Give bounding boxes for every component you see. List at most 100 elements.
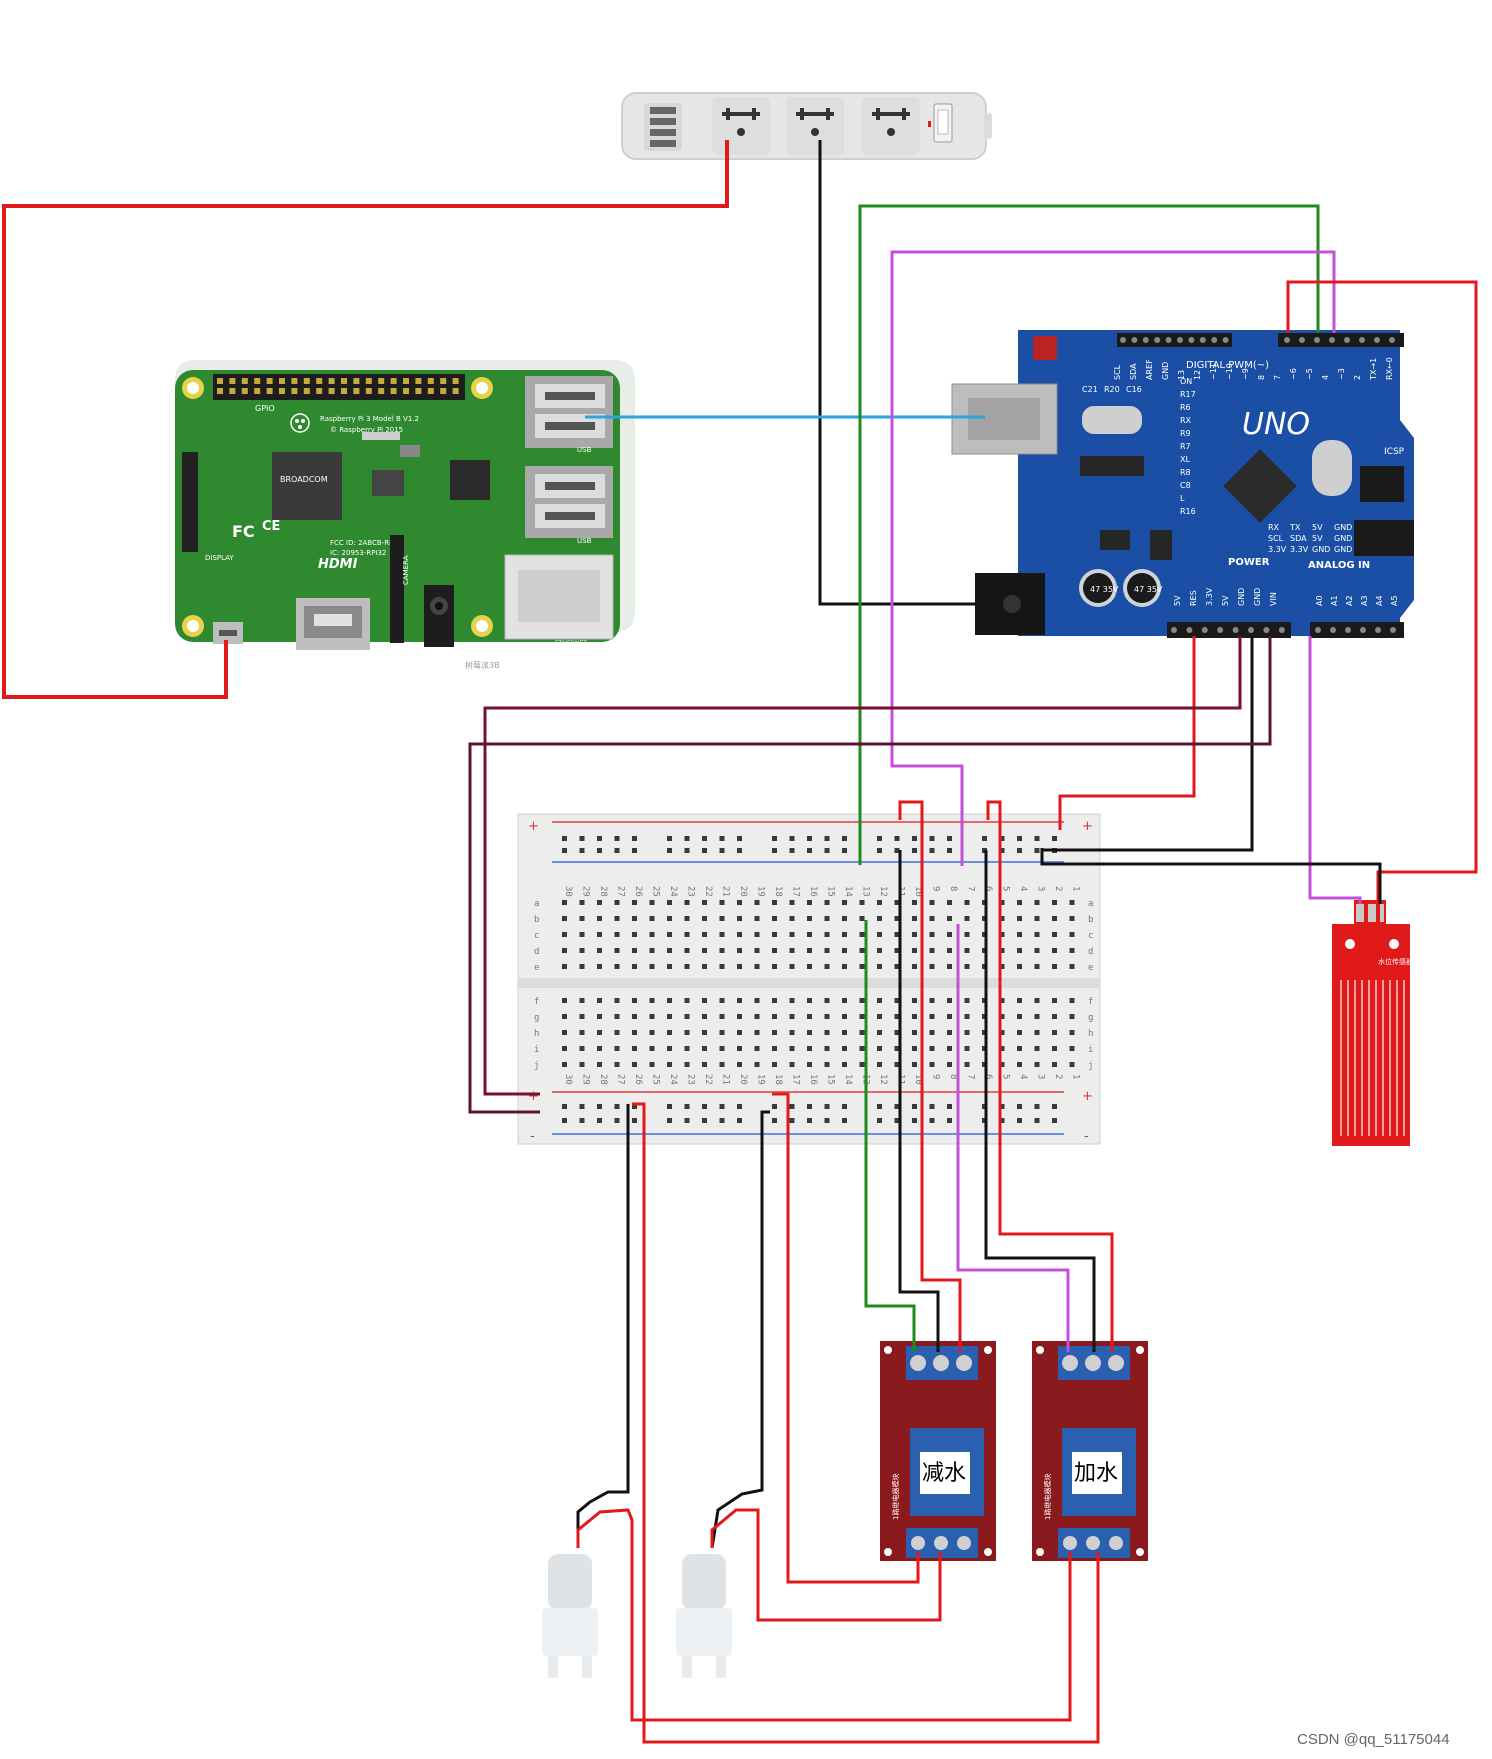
- breadboard-hole[interactable]: [912, 948, 917, 953]
- breadboard-hole[interactable]: [614, 836, 620, 841]
- breadboard-hole[interactable]: [562, 1030, 567, 1035]
- breadboard-hole[interactable]: [807, 998, 812, 1003]
- breadboard-hole[interactable]: [964, 1062, 970, 1067]
- breadboard-hole[interactable]: [1017, 1104, 1022, 1109]
- breadboard-hole[interactable]: [754, 1014, 760, 1019]
- breadboard-hole[interactable]: [964, 916, 970, 921]
- breadboard-hole[interactable]: [684, 916, 690, 921]
- breadboard-hole[interactable]: [1017, 916, 1022, 921]
- breadboard-hole[interactable]: [999, 848, 1005, 853]
- breadboard-hole[interactable]: [579, 1118, 585, 1123]
- breadboard-hole[interactable]: [999, 964, 1005, 969]
- breadboard-hole[interactable]: [929, 916, 935, 921]
- breadboard-hole[interactable]: [684, 1014, 690, 1019]
- breadboard-hole[interactable]: [964, 932, 970, 937]
- breadboard-hole[interactable]: [1069, 998, 1075, 1003]
- breadboard-hole[interactable]: [1034, 916, 1040, 921]
- breadboard-hole[interactable]: [1052, 932, 1057, 937]
- breadboard-hole[interactable]: [684, 836, 690, 841]
- breadboard-hole[interactable]: [999, 1014, 1005, 1019]
- breadboard-hole[interactable]: [947, 916, 952, 921]
- breadboard-hole[interactable]: [807, 836, 812, 841]
- breadboard-hole[interactable]: [1017, 998, 1022, 1003]
- breadboard-hole[interactable]: [859, 900, 865, 905]
- breadboard-hole[interactable]: [912, 836, 917, 841]
- breadboard-hole[interactable]: [562, 848, 567, 853]
- breadboard-hole[interactable]: [684, 1030, 690, 1035]
- breadboard-hole[interactable]: [789, 964, 795, 969]
- breadboard-hole[interactable]: [807, 932, 812, 937]
- breadboard-hole[interactable]: [649, 1046, 655, 1051]
- breadboard-hole[interactable]: [824, 998, 830, 1003]
- breadboard-hole[interactable]: [807, 848, 812, 853]
- breadboard-hole[interactable]: [719, 848, 725, 853]
- breadboard-hole[interactable]: [597, 848, 602, 853]
- breadboard-hole[interactable]: [754, 1046, 760, 1051]
- breadboard-hole[interactable]: [597, 1030, 602, 1035]
- breadboard-hole[interactable]: [632, 848, 637, 853]
- breadboard-hole[interactable]: [597, 836, 602, 841]
- breadboard-hole[interactable]: [947, 932, 952, 937]
- breadboard-hole[interactable]: [912, 998, 917, 1003]
- breadboard-hole[interactable]: [929, 1104, 935, 1109]
- breadboard-hole[interactable]: [597, 1014, 602, 1019]
- breadboard-hole[interactable]: [789, 948, 795, 953]
- breadboard-hole[interactable]: [702, 916, 707, 921]
- breadboard-hole[interactable]: [562, 836, 567, 841]
- breadboard-hole[interactable]: [929, 948, 935, 953]
- breadboard-hole[interactable]: [964, 1030, 970, 1035]
- breadboard-hole[interactable]: [947, 1104, 952, 1109]
- breadboard-hole[interactable]: [842, 998, 847, 1003]
- breadboard-hole[interactable]: [579, 1104, 585, 1109]
- breadboard-hole[interactable]: [667, 1014, 672, 1019]
- breadboard-hole[interactable]: [614, 900, 620, 905]
- breadboard-hole[interactable]: [999, 900, 1005, 905]
- breadboard-hole[interactable]: [947, 900, 952, 905]
- breadboard-hole[interactable]: [684, 1062, 690, 1067]
- breadboard-hole[interactable]: [1069, 932, 1075, 937]
- breadboard-hole[interactable]: [702, 900, 707, 905]
- breadboard-hole[interactable]: [929, 1118, 935, 1123]
- breadboard-hole[interactable]: [579, 998, 585, 1003]
- breadboard-hole[interactable]: [877, 1014, 882, 1019]
- breadboard-hole[interactable]: [824, 1030, 830, 1035]
- breadboard-hole[interactable]: [562, 1104, 567, 1109]
- breadboard-hole[interactable]: [579, 964, 585, 969]
- breadboard-hole[interactable]: [684, 932, 690, 937]
- breadboard-hole[interactable]: [684, 1046, 690, 1051]
- breadboard-hole[interactable]: [772, 848, 777, 853]
- breadboard-hole[interactable]: [754, 900, 760, 905]
- breadboard-hole[interactable]: [737, 1118, 742, 1123]
- breadboard-hole[interactable]: [894, 848, 900, 853]
- breadboard-hole[interactable]: [982, 836, 987, 841]
- breadboard-hole[interactable]: [1052, 1118, 1057, 1123]
- breadboard-hole[interactable]: [877, 1030, 882, 1035]
- breadboard-hole[interactable]: [737, 916, 742, 921]
- breadboard-hole[interactable]: [667, 948, 672, 953]
- breadboard-hole[interactable]: [719, 1046, 725, 1051]
- breadboard-hole[interactable]: [597, 900, 602, 905]
- breadboard-hole[interactable]: [614, 998, 620, 1003]
- breadboard-hole[interactable]: [754, 932, 760, 937]
- breadboard-hole[interactable]: [1034, 964, 1040, 969]
- breadboard-hole[interactable]: [579, 1014, 585, 1019]
- breadboard-hole[interactable]: [964, 1014, 970, 1019]
- breadboard-hole[interactable]: [702, 948, 707, 953]
- breadboard-hole[interactable]: [667, 1104, 672, 1109]
- breadboard-hole[interactable]: [929, 836, 935, 841]
- breadboard-hole[interactable]: [1034, 836, 1040, 841]
- breadboard-hole[interactable]: [1034, 1030, 1040, 1035]
- breadboard-hole[interactable]: [1052, 948, 1057, 953]
- breadboard-hole[interactable]: [597, 1104, 602, 1109]
- breadboard-hole[interactable]: [1034, 1014, 1040, 1019]
- breadboard-hole[interactable]: [1052, 900, 1057, 905]
- breadboard-hole[interactable]: [614, 1062, 620, 1067]
- breadboard-hole[interactable]: [667, 1046, 672, 1051]
- breadboard-hole[interactable]: [842, 1104, 847, 1109]
- breadboard-hole[interactable]: [912, 964, 917, 969]
- breadboard-hole[interactable]: [614, 1104, 620, 1109]
- breadboard-hole[interactable]: [614, 1046, 620, 1051]
- breadboard-hole[interactable]: [1052, 1030, 1057, 1035]
- breadboard-hole[interactable]: [824, 1104, 830, 1109]
- breadboard-hole[interactable]: [702, 1118, 707, 1123]
